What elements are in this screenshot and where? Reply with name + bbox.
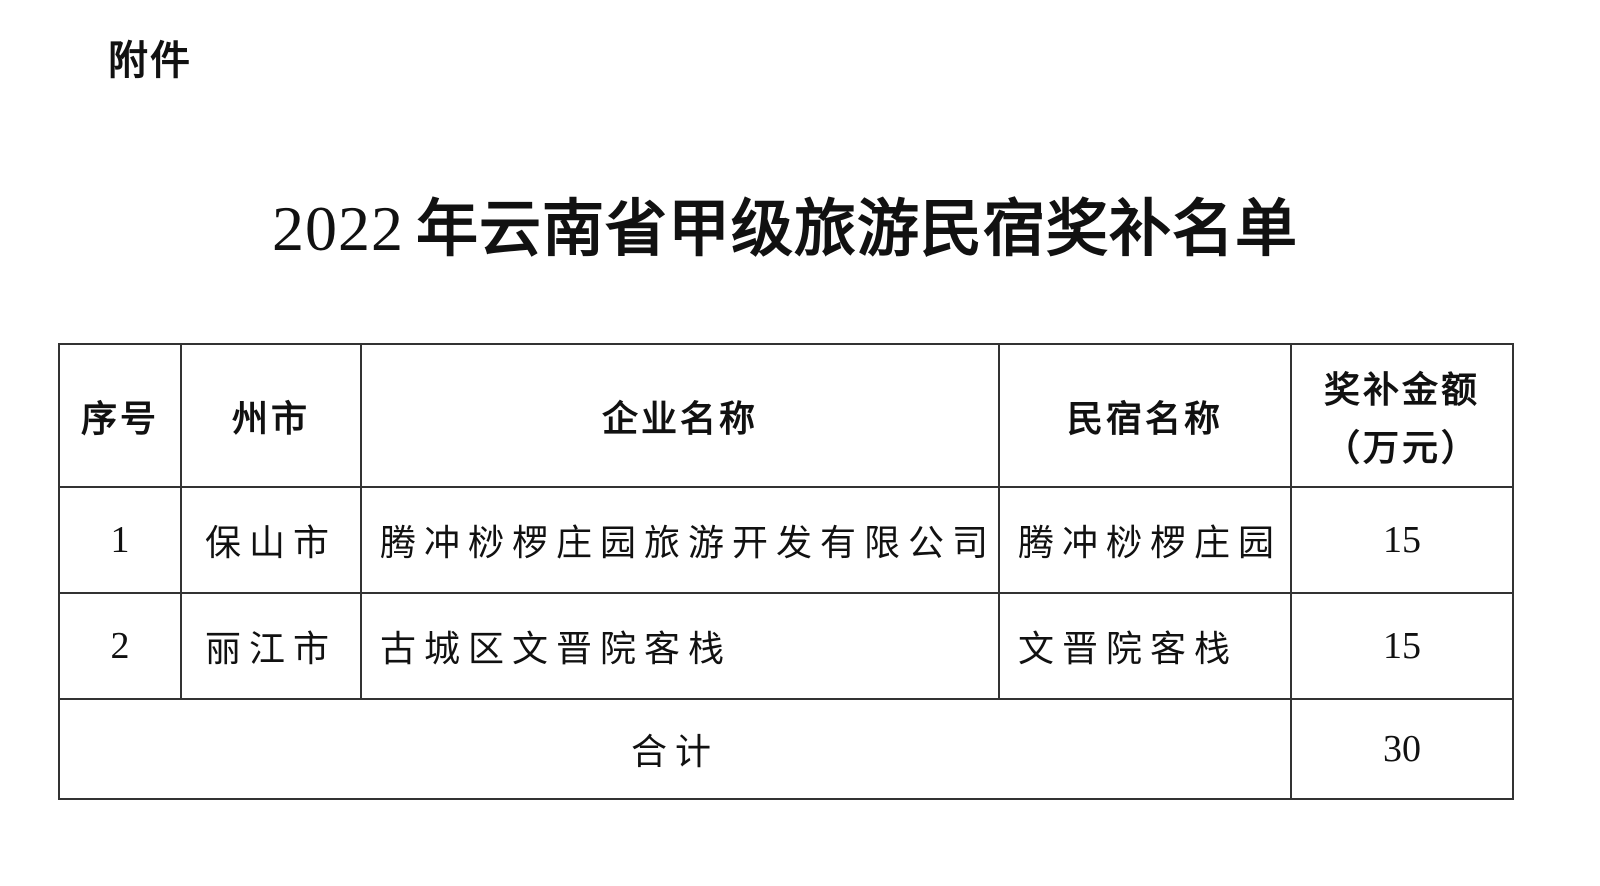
- total-amount: 30: [1290, 698, 1514, 800]
- attachment-label: 附件: [108, 38, 192, 84]
- cell-city: 丽江市: [180, 592, 362, 700]
- table-row: 2 丽江市 古城区文晋院客栈 文晋院客栈 15: [58, 592, 1514, 700]
- header-amount-line1: 奖补金额: [1323, 369, 1480, 411]
- total-row: 合计 30: [58, 698, 1514, 800]
- header-amount-line2: （万元）: [1323, 427, 1480, 469]
- table-row: 1 保山市 腾冲桫椤庄园旅游开发有限公司 腾冲桫椤庄园 15: [58, 486, 1514, 594]
- cell-city: 保山市: [180, 486, 362, 594]
- cell-amount: 15: [1290, 486, 1514, 594]
- cell-index: 2: [58, 592, 182, 700]
- cell-amount: 15: [1290, 592, 1514, 700]
- header-homestay: 民宿名称: [998, 343, 1292, 488]
- award-list-table: 序号 州市 企业名称 民宿名称 奖补金额 （万元） 1 保山市 腾冲桫椤庄园旅游…: [58, 343, 1514, 800]
- cell-homestay: 腾冲桫椤庄园: [998, 486, 1292, 594]
- cell-company: 古城区文晋院客栈: [360, 592, 1000, 700]
- total-label: 合计: [58, 698, 1292, 800]
- header-index: 序号: [58, 343, 182, 488]
- cell-index: 1: [58, 486, 182, 594]
- table-header-row: 序号 州市 企业名称 民宿名称 奖补金额 （万元）: [58, 343, 1514, 488]
- title-year: 2022: [271, 193, 404, 264]
- header-city: 州市: [180, 343, 362, 488]
- header-company: 企业名称: [360, 343, 1000, 488]
- cell-homestay: 文晋院客栈: [998, 592, 1292, 700]
- cell-company: 腾冲桫椤庄园旅游开发有限公司: [360, 486, 1000, 594]
- header-amount: 奖补金额 （万元）: [1290, 343, 1514, 488]
- title-text: 年云南省甲级旅游民宿奖补名单: [415, 192, 1298, 265]
